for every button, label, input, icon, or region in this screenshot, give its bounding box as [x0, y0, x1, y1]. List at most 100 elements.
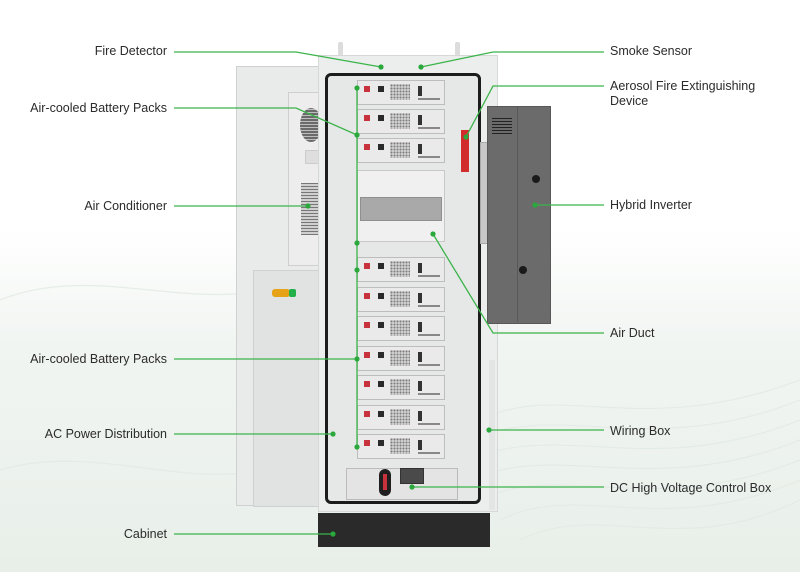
battery-brand-plate	[418, 422, 440, 425]
positive-terminal-icon	[364, 115, 370, 121]
dot-cabinet	[330, 531, 336, 537]
battery-module	[357, 109, 445, 134]
negative-terminal-icon	[378, 115, 384, 121]
battery-switch-icon	[418, 263, 422, 273]
battery-module	[357, 316, 445, 341]
battery-fan-icon	[390, 438, 410, 454]
battery-module	[357, 434, 445, 459]
battery-fan-icon	[390, 408, 410, 425]
battery-module	[357, 375, 445, 400]
dot-battery-top-1	[354, 85, 360, 91]
battery-switch-icon	[418, 322, 422, 332]
battery-switch-icon	[418, 115, 422, 125]
antenna-left	[338, 42, 343, 56]
negative-terminal-icon	[378, 351, 384, 358]
battery-switch-icon	[418, 292, 422, 303]
cabinet-base	[318, 513, 490, 547]
dot-air-conditioner	[305, 203, 311, 209]
battery-module	[357, 257, 445, 282]
label-aerosol-fire-extinguishing-device: Aerosol Fire Extinguishing Device	[610, 79, 756, 108]
negative-terminal-icon	[378, 292, 384, 299]
battery-fan-icon	[390, 84, 410, 100]
label-ac-power-distribution: AC Power Distribution	[44, 427, 167, 441]
hybrid-inverter-unit	[487, 106, 551, 324]
dot-battery-top-2	[354, 132, 360, 138]
negative-terminal-icon	[378, 440, 384, 446]
inverter-power-button-icon	[532, 175, 540, 183]
battery-module	[357, 138, 445, 163]
battery-brand-plate	[418, 156, 440, 158]
label-air-conditioner: Air Conditioner	[84, 199, 167, 213]
label-hybrid-inverter: Hybrid Inverter	[610, 198, 692, 212]
battery-fan-icon	[390, 142, 410, 158]
positive-terminal-icon	[364, 440, 370, 446]
leader-fire-detector	[174, 51, 382, 68]
battery-fan-icon	[390, 261, 410, 277]
battery-brand-plate	[418, 393, 440, 395]
battery-brand-plate	[418, 98, 440, 100]
negative-terminal-icon	[378, 263, 384, 269]
battery-brand-plate	[418, 363, 440, 366]
battery-fan-icon	[390, 290, 410, 307]
fire-extinguisher-device	[461, 130, 469, 172]
dot-dc-box	[409, 484, 415, 490]
negative-terminal-icon	[378, 322, 384, 328]
battery-switch-icon	[418, 440, 422, 450]
battery-switch-icon	[418, 351, 422, 362]
positive-terminal-icon	[364, 144, 370, 150]
battery-switch-icon	[418, 381, 422, 391]
dot-inverter	[532, 202, 538, 208]
dot-ac-power	[330, 431, 336, 437]
door-lock-icon	[289, 289, 296, 297]
battery-switch-icon	[418, 144, 422, 154]
negative-terminal-icon	[378, 144, 384, 150]
leader-air-duct	[432, 233, 604, 334]
positive-terminal-icon	[364, 263, 370, 269]
dc-switch-indicator	[383, 474, 387, 490]
label-air-cooled-battery-packs-bottom: Air-cooled Battery Packs	[30, 352, 167, 366]
label-air-duct: Air Duct	[610, 326, 655, 340]
battery-fan-icon	[390, 379, 410, 395]
label-dc-high-voltage-control-box: DC High Voltage Control Box	[610, 481, 772, 495]
inverter-vent-icon	[492, 116, 512, 134]
dot-wiring-box	[486, 427, 492, 433]
negative-terminal-icon	[378, 86, 384, 92]
dc-display-screen	[400, 468, 424, 484]
positive-terminal-icon	[364, 86, 370, 92]
leader-battery-top	[174, 107, 358, 136]
leader-smoke-sensor	[420, 51, 604, 68]
inverter-divider	[517, 106, 518, 322]
dot-fire-detector	[378, 64, 384, 70]
antenna-right	[455, 42, 460, 56]
dot-smoke-sensor	[418, 64, 424, 70]
battery-brand-plate	[418, 334, 440, 336]
battery-brand-plate	[418, 275, 440, 277]
battery-switch-icon	[418, 86, 422, 96]
battery-switch-icon	[418, 410, 422, 421]
dot-air-duct	[430, 231, 436, 237]
label-smoke-sensor: Smoke Sensor	[610, 44, 692, 58]
leader-aerosol	[465, 85, 604, 138]
battery-module	[357, 80, 445, 105]
battery-brand-plate	[418, 304, 440, 307]
dot-battery-top-3	[354, 240, 360, 246]
positive-terminal-icon	[364, 292, 370, 299]
positive-terminal-icon	[364, 351, 370, 358]
air-duct-window	[360, 197, 442, 221]
dot-battery-bottom-3	[354, 444, 360, 450]
positive-terminal-icon	[364, 322, 370, 328]
label-fire-detector: Fire Detector	[94, 44, 167, 58]
label-air-cooled-battery-packs-top: Air-cooled Battery Packs	[30, 101, 167, 115]
battery-fan-icon	[390, 113, 410, 129]
negative-terminal-icon	[378, 381, 384, 387]
battery-brand-plate	[418, 452, 440, 454]
negative-terminal-icon	[378, 410, 384, 417]
battery-fan-icon	[390, 320, 410, 336]
positive-terminal-icon	[364, 381, 370, 387]
battery-module	[357, 286, 445, 312]
battery-module	[357, 345, 445, 371]
label-wiring-box: Wiring Box	[610, 424, 671, 438]
wiring-box-panel	[489, 360, 495, 510]
door-handle-icon	[272, 289, 290, 297]
